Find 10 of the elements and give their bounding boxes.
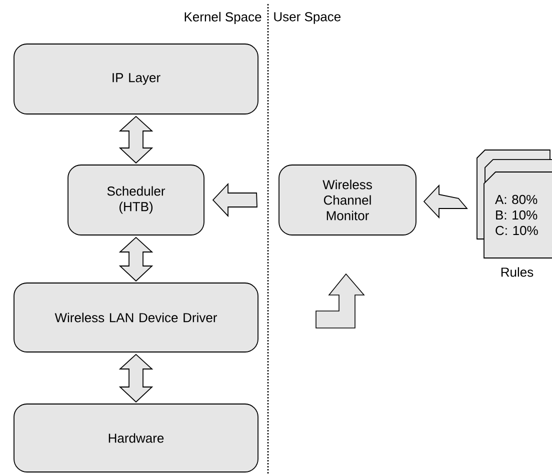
process-box: IP Layer (14, 44, 258, 114)
process-box: Wireless Channel Monitor (278, 164, 416, 236)
process-box: Hardware (14, 404, 258, 472)
process-box: Wireless LAN Device Driver (14, 282, 258, 352)
process-box: Scheduler (HTB) (68, 164, 204, 236)
document-stack: A: 80% B: 10% C: 10% (476, 150, 552, 258)
section-label: Kernel Space (184, 12, 262, 24)
block-arrow (212, 182, 258, 218)
node-label: Rules (501, 267, 534, 277)
section-label: User Space (274, 12, 341, 24)
